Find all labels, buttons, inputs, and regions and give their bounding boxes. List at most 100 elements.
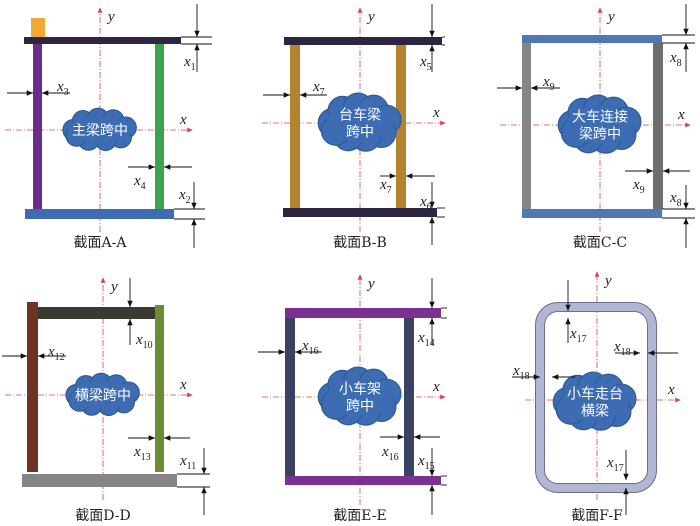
section-caption: 截面E-E [333, 508, 386, 524]
block-plate [31, 18, 45, 37]
dimension-label: x11 [179, 453, 196, 472]
dimension-1: x8 [662, 4, 695, 72]
dimension-label: x9 [542, 74, 555, 93]
top-plate [24, 37, 181, 44]
dimension-label: x4 [133, 173, 146, 192]
cloud-shape [552, 371, 637, 431]
dimension-4: x8 [662, 185, 695, 248]
dimension-label: x12 [47, 344, 65, 363]
cloud-shape [317, 366, 402, 426]
dimension-4: x11 [177, 448, 210, 515]
dimension-subscript: 18 [520, 371, 530, 382]
dimension-subscript: 17 [577, 334, 587, 345]
right-plate [155, 44, 164, 209]
dimension-label: x10 [135, 332, 153, 351]
dimension-label: x17 [569, 326, 587, 345]
dimension-subscript: 17 [614, 463, 624, 474]
cloud-label: 跨中 [346, 399, 374, 415]
bottom-plate [22, 474, 177, 487]
cloud-label: 大车连接 [572, 109, 628, 126]
y-axis-label: y [366, 9, 375, 25]
dimension-subscript: 12 [55, 352, 65, 363]
right-plate [396, 45, 406, 208]
dimension-label: x9 [632, 177, 645, 196]
dimension-label: x2 [178, 187, 191, 206]
dimension-subscript: 8 [677, 198, 682, 209]
cloud-label: 跨中 [346, 125, 374, 141]
cloud-body [561, 383, 629, 421]
section-caption: 截面C-C [573, 235, 627, 251]
cloud-shape [65, 372, 140, 417]
left-plate [285, 318, 295, 476]
right-plate [653, 43, 663, 209]
cloud-shape [62, 107, 137, 152]
dimension-label: x16 [381, 444, 399, 463]
left-plate [33, 44, 42, 209]
top-plate [284, 37, 442, 45]
x-axis-label: x [677, 107, 685, 123]
dimension-2: x18 [613, 339, 678, 358]
bottom-plate [522, 209, 662, 218]
dimension-subscript: 7 [387, 185, 392, 196]
dimension-label: x8 [669, 50, 682, 69]
right-plate [404, 318, 414, 476]
top-plate [522, 35, 662, 43]
bottom-plate [25, 209, 174, 219]
bottom-plate [285, 476, 441, 485]
cloud-label: 横梁跨中 [75, 388, 131, 404]
dimension-subscript: 3 [64, 87, 69, 98]
left-plate [27, 302, 38, 472]
dimension-4: x2 [174, 182, 205, 248]
dimension-subscript: 9 [550, 82, 555, 93]
dimension-subscript: 13 [141, 452, 151, 463]
dimension-subscript: 1 [191, 62, 196, 73]
left-plate [290, 45, 300, 208]
dimension-label: x3 [56, 79, 69, 98]
cloud-body [67, 116, 133, 144]
tube-wall [536, 303, 656, 492]
x-axis-label: x [667, 382, 675, 398]
dimension-label: x5 [419, 54, 432, 73]
x-axis-label: x [179, 377, 187, 393]
left-plate [522, 43, 531, 209]
dimension-label: x7 [379, 177, 392, 196]
section-caption: 截面A-A [74, 235, 128, 251]
dimension-subscript: 8 [677, 58, 682, 69]
x-axis-label: x [179, 112, 187, 128]
dimension-label: x18 [613, 339, 631, 358]
y-axis-label: y [366, 276, 375, 292]
dimension-subscript: 9 [640, 185, 645, 196]
dimension-label: x1 [183, 54, 196, 73]
section-caption: 截面F-F [571, 508, 623, 524]
cloud-body [326, 378, 394, 416]
dimension-subscript: 2 [186, 195, 191, 206]
y-axis-label: y [109, 279, 118, 295]
cloud-body [70, 381, 136, 409]
dimension-subscript: 18 [621, 347, 631, 358]
dimension-3: x7 [379, 173, 435, 196]
bottom-plate [283, 208, 437, 217]
dimension-subscript: 16 [389, 452, 399, 463]
dimension-subscript: 5 [427, 62, 432, 73]
dimension-1: x1 [181, 4, 212, 73]
dimension-subscript: 15 [425, 461, 435, 472]
cloud-label: 梁跨中 [579, 127, 621, 143]
cloud-body [566, 106, 634, 144]
dimension-subscript: 14 [425, 338, 435, 349]
x-axis-label: x [432, 105, 440, 121]
top-plate [38, 307, 164, 319]
dimension-label: x8 [669, 190, 682, 209]
dimension-4: x17 [606, 450, 629, 515]
dimension-label: x13 [133, 444, 151, 463]
cloud-label: 小车架 [339, 381, 381, 398]
dimension-subscript: 10 [143, 340, 153, 351]
dimension-1: x17 [565, 280, 587, 345]
dimension-subscript: 11 [187, 461, 197, 472]
y-axis-label: y [606, 9, 615, 25]
cloud-label: 小车走台 [567, 386, 623, 403]
